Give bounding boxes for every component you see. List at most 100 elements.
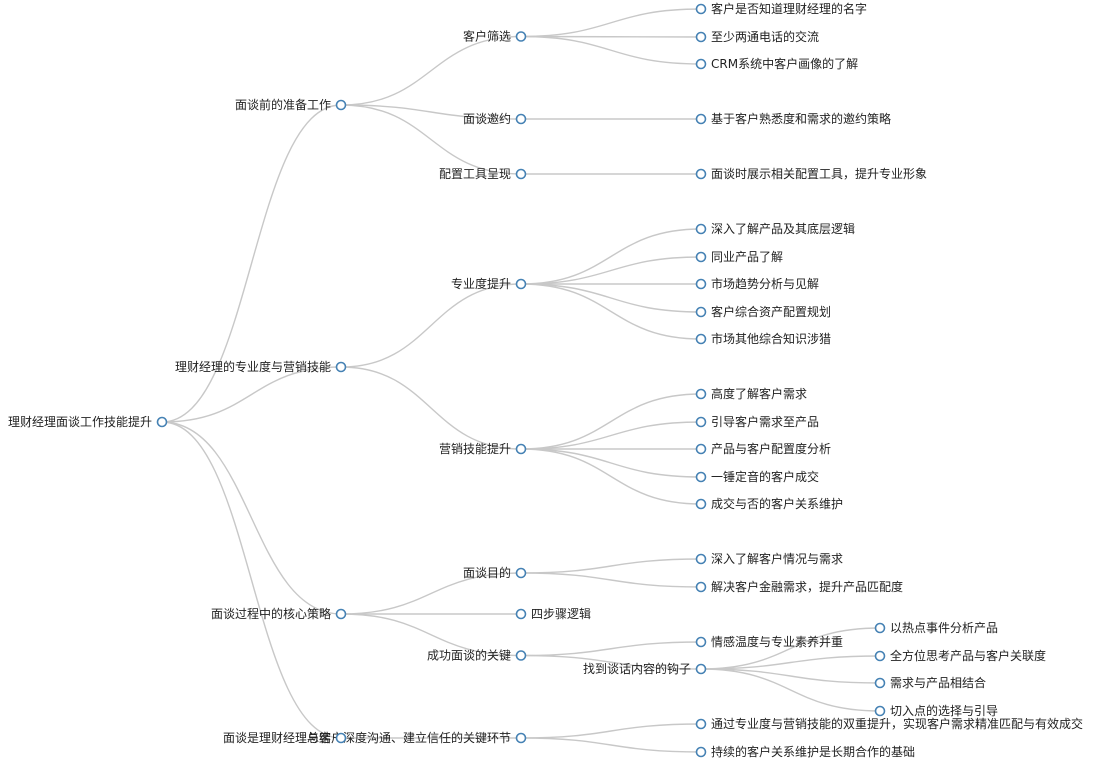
- node-circle[interactable]: [335, 361, 347, 373]
- node-circle[interactable]: [695, 636, 707, 648]
- node-circle[interactable]: [874, 677, 886, 689]
- tree-link-tree-children-1-children-0-children-1: [520, 256, 702, 285]
- node-circle[interactable]: [695, 58, 707, 70]
- tree-node-tree-children-2-children-2[interactable]: 成功面谈的关键: [427, 648, 527, 663]
- tree-node-tree-children-0-children-1[interactable]: 面谈邀约: [463, 111, 527, 126]
- node-circle[interactable]: [695, 498, 707, 510]
- node-circle[interactable]: [695, 113, 707, 125]
- tree-node-tree-children-1-children-0-children-1[interactable]: 同业产品了解: [695, 250, 784, 264]
- node-label: 高度了解客户需求: [711, 386, 807, 401]
- tree-node-tree-children-0-children-0-children-2[interactable]: CRM系统中客户画像的了解: [695, 56, 859, 71]
- tree-node-tree-children-2-children-0[interactable]: 面谈目的: [463, 565, 527, 580]
- node-circle[interactable]: [695, 746, 707, 758]
- tree-node-tree-children-2-children-2-children-1[interactable]: 找到谈话内容的钩子: [583, 661, 707, 676]
- tree-link-tree-children-1-children-1-children-3: [520, 448, 702, 478]
- node-label: 面谈目的: [463, 565, 511, 580]
- node-circle[interactable]: [156, 416, 168, 428]
- node-circle[interactable]: [335, 99, 347, 111]
- tree-node-tree-children-3-children-0-children-0[interactable]: 通过专业度与营销技能的双重提升，实现客户需求精准匹配与有效成交: [695, 716, 1084, 731]
- node-circle[interactable]: [515, 567, 527, 579]
- node-circle[interactable]: [695, 251, 707, 263]
- node-circle[interactable]: [695, 31, 707, 43]
- tree-node-tree-children-2-children-2-children-1-children-2[interactable]: 需求与产品相结合: [874, 675, 987, 690]
- tree-node-tree-children-3[interactable]: 总结: [307, 731, 347, 745]
- node-circle[interactable]: [695, 223, 707, 235]
- node-circle[interactable]: [695, 3, 707, 15]
- tree-link-tree-children-2: [161, 421, 342, 615]
- tree-node-tree-children-2-children-0-children-0[interactable]: 深入了解客户情况与需求: [695, 551, 844, 566]
- tree-node-tree-children-1-children-1[interactable]: 营销技能提升: [439, 441, 527, 456]
- node-circle[interactable]: [695, 416, 707, 428]
- tree-node-tree-children-2-children-2-children-0[interactable]: 情感温度与专业素养并重: [695, 634, 844, 649]
- tree-node-tree-children-2-children-1[interactable]: 四步骤逻辑: [515, 607, 592, 621]
- node-label: 一锤定音的客户成交: [711, 469, 819, 484]
- tree-link-tree-children-0-children-0: [340, 35, 522, 106]
- node-circle[interactable]: [515, 650, 527, 661]
- tree-node-tree-children-0-children-0-children-0[interactable]: 客户是否知道理财经理的名字: [695, 1, 868, 16]
- tree-node-tree-children-0-children-2-children-0[interactable]: 面谈时展示相关配置工具，提升专业形象: [695, 166, 928, 181]
- tree-node-tree-children-1-children-1-children-2[interactable]: 产品与客户配置度分析: [695, 441, 832, 456]
- tree-node-tree-children-0-children-0-children-1[interactable]: 至少两通电话的交流: [695, 29, 820, 44]
- node-label: 客户筛选: [463, 29, 511, 44]
- node-label: CRM系统中客户画像的了解: [711, 56, 858, 71]
- tree-node-tree-children-1-children-1-children-1[interactable]: 引导客户需求至产品: [695, 414, 820, 429]
- tree-link-tree-children-0: [161, 104, 342, 423]
- node-label: 客户是否知道理财经理的名字: [711, 1, 867, 16]
- node-label: 面谈时展示相关配置工具，提升专业形象: [711, 166, 927, 181]
- node-circle[interactable]: [695, 553, 707, 565]
- node-circle[interactable]: [335, 608, 347, 620]
- node-circle[interactable]: [695, 718, 707, 730]
- tree-node-tree-children-2-children-2-children-1-children-3[interactable]: 切入点的选择与引导: [874, 703, 999, 718]
- node-circle[interactable]: [695, 471, 707, 483]
- tree-node-tree-children-2[interactable]: 面谈过程中的核心策略: [211, 606, 347, 621]
- tree-node-tree-children-1[interactable]: 理财经理的专业度与营销技能: [175, 359, 347, 374]
- tree-node-tree-children-1-children-1-children-3[interactable]: 一锤定音的客户成交: [695, 469, 820, 484]
- node-circle[interactable]: [515, 732, 527, 744]
- tree-node-tree-children-0-children-1-children-0[interactable]: 基于客户熟悉度和需求的邀约策略: [695, 111, 892, 126]
- node-label: 客户综合资产配置规划: [711, 304, 831, 319]
- tree-node-tree-children-2-children-0-children-1[interactable]: 解决客户金融需求，提升产品匹配度: [695, 579, 904, 594]
- node-circle[interactable]: [695, 333, 707, 345]
- tree-node-tree-children-1-children-1-children-4[interactable]: 成交与否的客户关系维护: [695, 496, 844, 511]
- node-circle[interactable]: [515, 31, 527, 42]
- tree-node-tree-children-3-children-0-children-1[interactable]: 持续的客户关系维护是长期合作的基础: [695, 744, 916, 759]
- node-label: 理财经理的专业度与营销技能: [175, 359, 331, 374]
- node-circle[interactable]: [515, 278, 527, 290]
- node-circle[interactable]: [695, 278, 707, 290]
- node-circle[interactable]: [695, 581, 707, 593]
- tree-link-tree-children-2-children-2: [340, 613, 522, 657]
- tree-node-tree-children-1-children-0-children-4[interactable]: 市场其他综合知识涉猎: [695, 331, 832, 346]
- tree-node-tree-children-1-children-0-children-2[interactable]: 市场趋势分析与见解: [695, 276, 820, 291]
- node-label: 需求与产品相结合: [890, 675, 986, 690]
- node-circle[interactable]: [874, 705, 886, 717]
- tree-node-tree-children-0[interactable]: 面谈前的准备工作: [235, 97, 347, 112]
- node-circle[interactable]: [515, 608, 527, 620]
- node-circle[interactable]: [695, 663, 707, 675]
- node-label: 全方位思考产品与客户关联度: [890, 648, 1046, 663]
- tree-node-tree-children-1-children-1-children-0[interactable]: 高度了解客户需求: [695, 386, 808, 401]
- node-circle[interactable]: [335, 732, 347, 744]
- node-circle[interactable]: [515, 443, 527, 455]
- node-circle[interactable]: [515, 168, 527, 180]
- tree-node-tree-children-2-children-2-children-1-children-0[interactable]: 以热点事件分析产品: [874, 621, 999, 635]
- tree-node-tree[interactable]: 理财经理面谈工作技能提升: [8, 414, 168, 429]
- node-circle[interactable]: [695, 306, 707, 318]
- tree-node-tree-children-2-children-2-children-1-children-1[interactable]: 全方位思考产品与客户关联度: [874, 648, 1047, 663]
- tree-node-tree-children-0-children-2[interactable]: 配置工具呈现: [439, 167, 527, 181]
- tree-node-tree-children-1-children-0[interactable]: 专业度提升: [451, 276, 527, 291]
- tree-node-tree-children-0-children-0[interactable]: 客户筛选: [463, 29, 527, 44]
- tree-link-tree-children-1-children-0-children-3: [520, 283, 702, 313]
- node-label: 面谈前的准备工作: [235, 97, 331, 112]
- node-label: 理财经理面谈工作技能提升: [8, 414, 152, 429]
- tree-node-tree-children-1-children-0-children-3[interactable]: 客户综合资产配置规划: [695, 304, 832, 319]
- node-circle[interactable]: [515, 113, 527, 125]
- node-circle[interactable]: [695, 168, 707, 180]
- node-circle[interactable]: [695, 388, 707, 400]
- tree-link-tree-children-2-children-2-children-1-children-2: [700, 668, 881, 684]
- node-circle[interactable]: [695, 443, 707, 455]
- tree-node-tree-children-3-children-0[interactable]: 面谈是理财经理与客户深度沟通、建立信任的关键环节: [223, 730, 527, 745]
- tree-node-tree-children-1-children-0-children-0[interactable]: 深入了解产品及其底层逻辑: [695, 221, 856, 236]
- node-circle[interactable]: [874, 622, 886, 634]
- node-circle[interactable]: [874, 650, 886, 662]
